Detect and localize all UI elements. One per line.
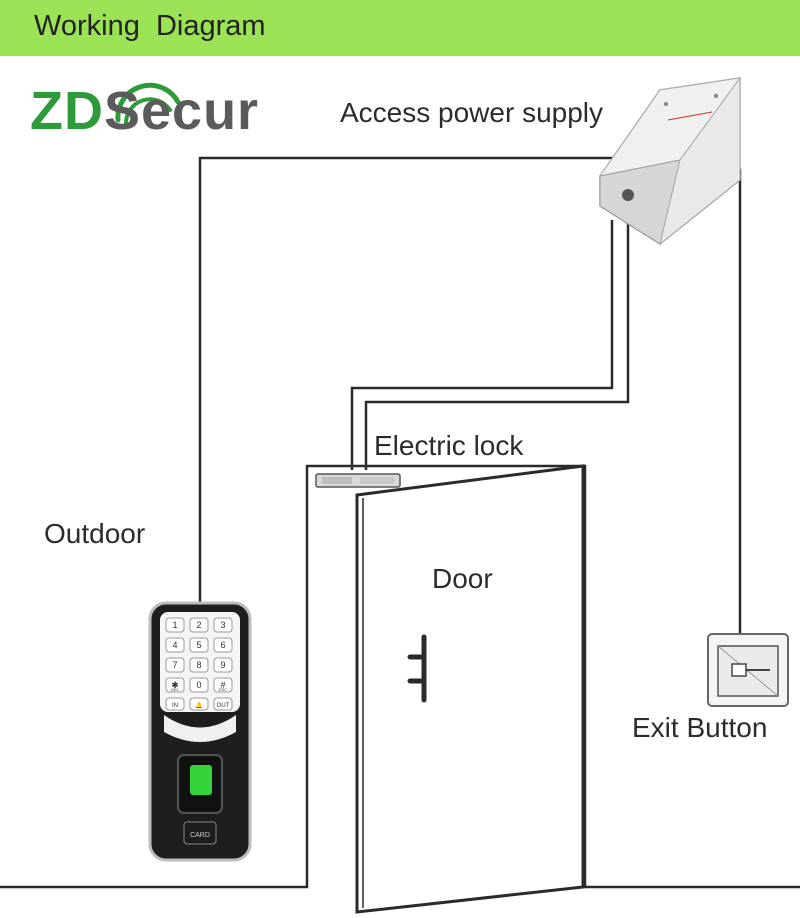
door-handle-icon [407,634,427,703]
outdoor-label: Outdoor [44,518,146,549]
exit-button-label: Exit Button [632,712,768,743]
keypad-function-key-label: 🔔 [195,701,203,709]
door-label: Door [432,563,493,594]
keypad-sub-label: ESC [219,687,227,692]
wire-power-to-lock-b [364,220,630,470]
keypad-key-label: 5 [196,640,201,650]
header-title: Working Diagram [34,10,266,42]
keypad-key [165,657,185,673]
exit-button-icon [707,633,789,707]
logo-text: ZDSecur [30,80,259,142]
keypad-key-label: 1 [172,620,177,630]
logo-prefix: ZD [30,81,104,141]
keypad-key-label: 7 [172,660,177,670]
keypad-key [213,637,233,653]
keypad-key [213,657,233,673]
keypad-key-label: 3 [220,620,225,630]
keypad-sub-label: DEL [171,687,180,692]
electric-lock-label: Electric lock [374,430,524,461]
keypad-key [189,657,209,673]
keypad-key [213,677,233,693]
keypad-function-key [213,697,233,711]
door-frame [0,464,800,889]
keypad-key [213,617,233,633]
keypad-function-key [189,697,209,711]
wire-reader-to-power [198,156,615,605]
card-label: CARD [190,832,210,839]
door-leaf [355,464,585,914]
keypad-key-label: 2 [196,620,201,630]
keypad-key-label: 6 [220,640,225,650]
keypad-key-label: # [220,680,225,690]
keypad-keys [165,617,233,711]
electric-lock-icon [315,473,401,488]
keypad-key-label: 0 [196,680,201,690]
logo-suffix: Secur [103,81,260,141]
wire-power-to-lock-a [350,220,614,470]
keypad-key-label: 4 [172,640,177,650]
keypad-function-key-label: OUT [217,703,230,709]
wire-power-to-exit [718,168,742,640]
keypad-key [165,617,185,633]
power-supply-label: Access power supply [340,97,604,128]
keypad-key [189,637,209,653]
keypad-key [189,617,209,633]
header-banner: Working Diagram [0,0,800,56]
keypad-key-label: ✱ [171,680,179,690]
keypad-key-label: 8 [196,660,201,670]
keypad-key-label: 9 [220,660,225,670]
keypad-key [189,677,209,693]
keypad-key [165,637,185,653]
keypad-key [165,677,185,693]
keypad-function-key-label: IN [172,703,178,709]
power-supply-box-icon [598,76,742,246]
brand-logo: ZDSecur [30,80,260,160]
keypad-key-labels: 1 2 3 4 5 6 7 8 9 ✱ 0 # IN 🔔 OUT DEL ESC [171,620,230,709]
keypad-function-key [165,697,185,711]
logo-swoosh-icon [115,82,181,126]
